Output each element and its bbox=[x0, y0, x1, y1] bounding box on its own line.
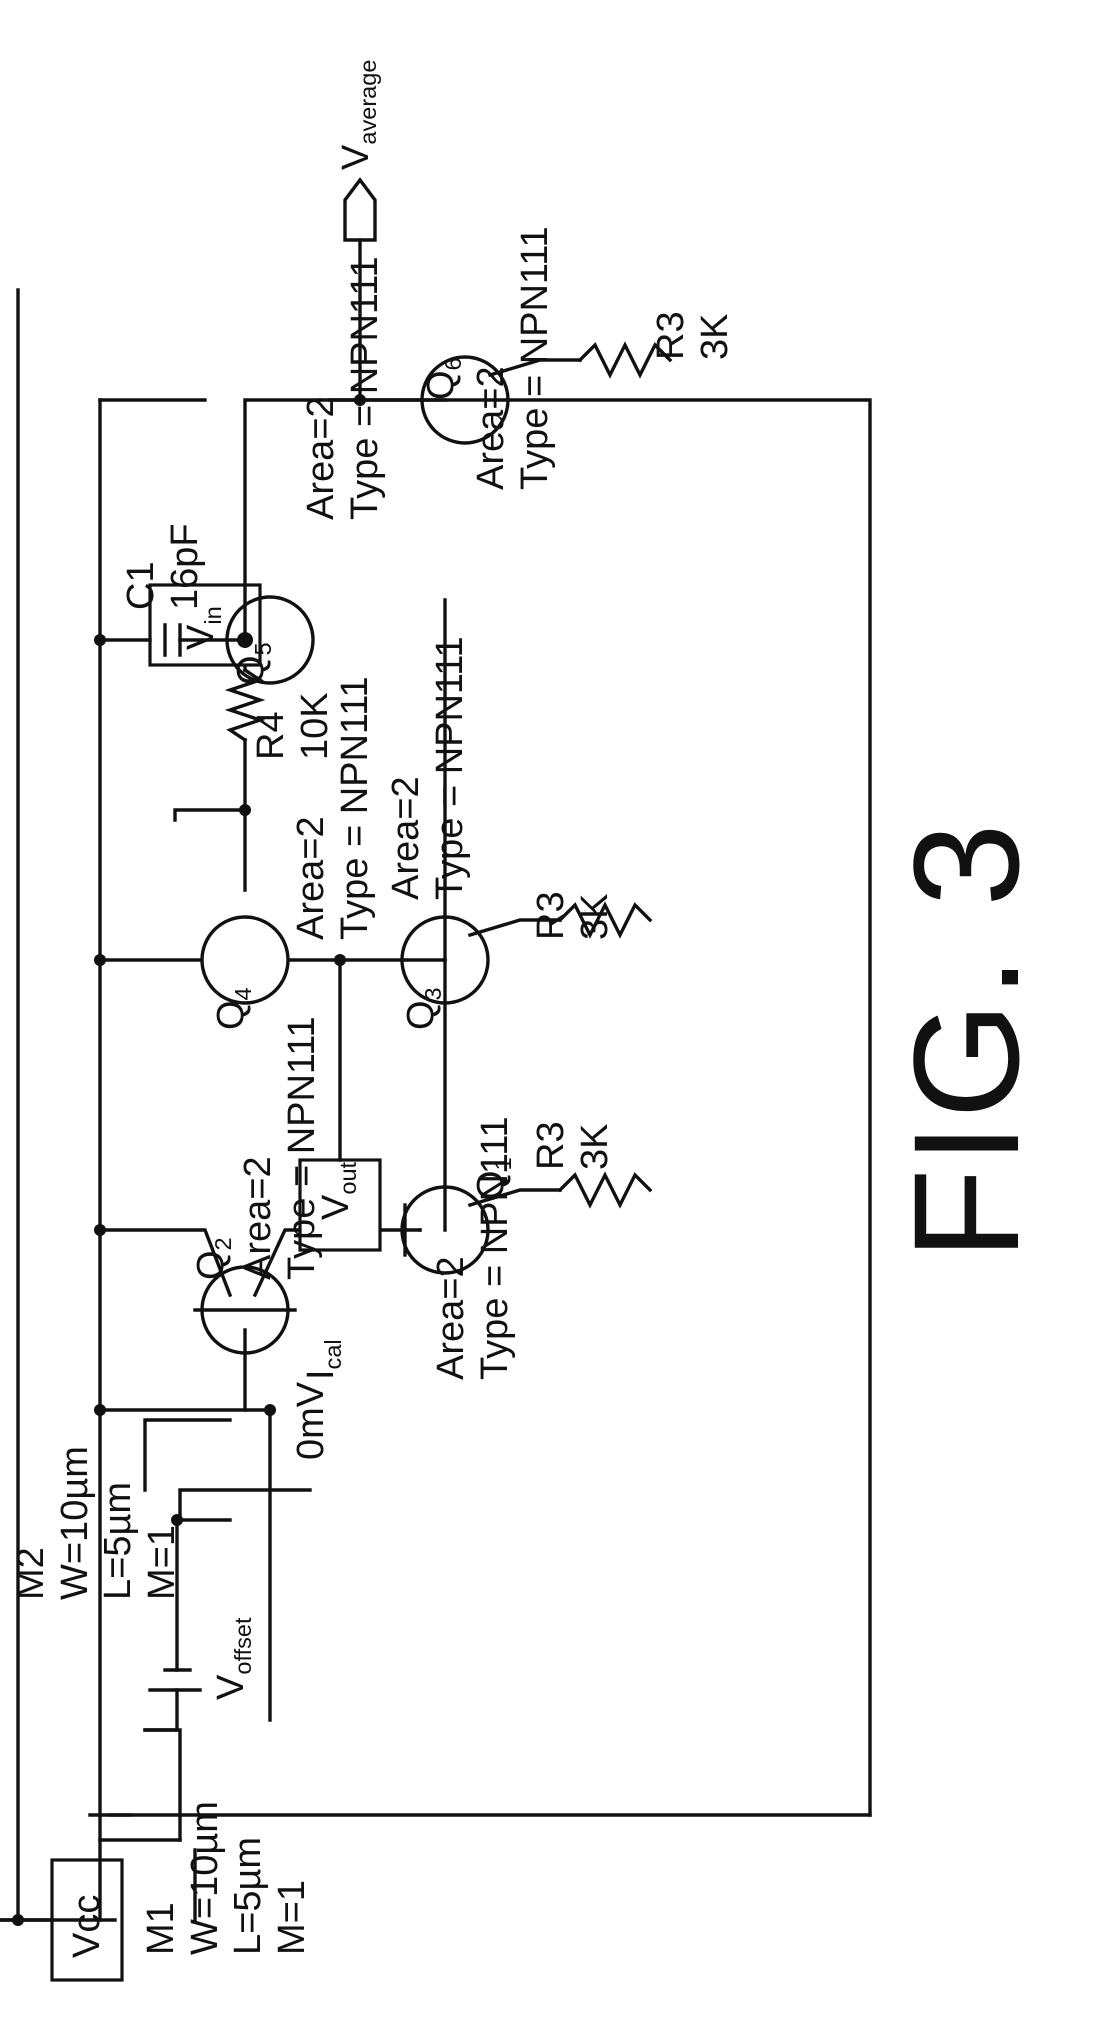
feedback-loop bbox=[318, 398, 872, 1817]
q3-labels: Area=2 Type = NPN111 bbox=[385, 636, 472, 900]
m2-l: L=5µm bbox=[97, 1481, 140, 1600]
vcc-label: Vcc bbox=[66, 1894, 108, 1958]
q3-body bbox=[400, 915, 490, 1005]
m1-l: L=5µm bbox=[227, 1836, 270, 1955]
q5-line bbox=[243, 398, 322, 642]
r4-value: 10K bbox=[293, 692, 336, 760]
ical-label: Ical bbox=[300, 1339, 347, 1380]
q6-body bbox=[420, 355, 510, 445]
node-vout bbox=[334, 954, 346, 966]
q5-body bbox=[225, 595, 315, 685]
m2-m: M=1 bbox=[141, 1525, 184, 1600]
q1-area: Area=2 bbox=[430, 1256, 472, 1380]
q4-name: Q4 bbox=[210, 987, 257, 1030]
vin-box bbox=[148, 583, 262, 667]
figure-caption: FIG. 3 bbox=[882, 819, 1050, 1260]
r3-2-value: 3K bbox=[573, 893, 616, 940]
m1-labels: M1 W=10µm L=5µm M=1 bbox=[140, 1801, 315, 1955]
r3-label-3: R3 3K bbox=[650, 311, 737, 360]
r3-label-2: R3 3K bbox=[530, 891, 617, 940]
voffset-battery-plates bbox=[148, 1668, 202, 1692]
c1-label: C1 16pF bbox=[120, 523, 207, 610]
q3-emitter bbox=[467, 918, 562, 938]
q2-collector bbox=[98, 1228, 233, 1298]
zero-mv-label: 0mV bbox=[290, 1381, 332, 1460]
q5-name: Q5 bbox=[230, 642, 277, 685]
r3-label-1: R3 3K bbox=[530, 1121, 617, 1170]
vcc-rail bbox=[0, 288, 20, 1922]
q2-area: Area=2 bbox=[237, 1156, 280, 1280]
voffset-label: Voffset bbox=[210, 1617, 257, 1700]
q2-type: Type = NPN111 bbox=[281, 1016, 324, 1280]
q4-body bbox=[200, 915, 290, 1005]
r4-name: R4 bbox=[250, 711, 292, 760]
q5-area: Area=2 bbox=[300, 396, 342, 520]
q1-labels: Area=2 Type = NPN111 bbox=[430, 1116, 517, 1380]
vaverage-label: Vaverage bbox=[335, 59, 382, 170]
m1-name: M1 bbox=[140, 1902, 182, 1955]
q5-type: Type = NPN111 bbox=[343, 256, 386, 520]
q3-area: Area=2 bbox=[385, 776, 427, 900]
q6-area: Area=2 bbox=[470, 366, 512, 490]
q4-type: Type = NPN111 bbox=[333, 676, 376, 940]
r3-3-name: R3 bbox=[650, 311, 692, 360]
q2-name: Q2 bbox=[190, 1237, 237, 1280]
q1-emitter bbox=[467, 1188, 562, 1208]
c1-name: C1 bbox=[120, 561, 162, 610]
m2-body bbox=[143, 1418, 232, 1492]
m2-name: M2 bbox=[10, 1547, 52, 1600]
q1-type: Type = NPN111 bbox=[473, 1116, 516, 1380]
r3-1-value: 3K bbox=[573, 1123, 616, 1170]
q5-labels: Area=2 Type = NPN111 bbox=[300, 256, 387, 520]
m2-labels: M2 W=10µm L=5µm M=1 bbox=[10, 1446, 185, 1600]
q1-name: Q1 bbox=[470, 1157, 517, 1200]
c1-value: 16pF bbox=[163, 523, 206, 610]
q2-labels: Q2 Area=2 Type = NPN111 bbox=[190, 1016, 325, 1280]
q6-type: Type = NPN111 bbox=[513, 226, 556, 490]
vout-label: Vout bbox=[315, 1161, 362, 1220]
q6-labels: Area=2 Type = NPN111 bbox=[470, 226, 557, 490]
node-m2-out bbox=[264, 1404, 276, 1416]
r3-zig-1 bbox=[557, 1171, 653, 1209]
r3-1-name: R3 bbox=[530, 1121, 572, 1170]
q6-name: Q6 bbox=[420, 357, 467, 400]
vin-label: Vin bbox=[180, 606, 227, 650]
r3-2-name: R3 bbox=[530, 891, 572, 940]
q3-name: Q3 bbox=[400, 987, 447, 1030]
q3-type: Type = NPN111 bbox=[428, 636, 471, 900]
m2-w: W=10µm bbox=[53, 1446, 96, 1600]
node-vin bbox=[239, 804, 251, 816]
r3-3-value: 3K bbox=[693, 313, 736, 360]
q6-emitter bbox=[487, 358, 582, 378]
m1-m: M=1 bbox=[271, 1880, 314, 1955]
vaverage-arrow bbox=[343, 177, 377, 242]
m2-source-wire bbox=[178, 1488, 312, 1522]
node-voffset bbox=[171, 1514, 183, 1526]
r3-zig-3 bbox=[577, 341, 673, 379]
r3-zig-2 bbox=[557, 901, 653, 939]
vin-wire bbox=[173, 808, 247, 822]
m1-w: W=10µm bbox=[183, 1801, 226, 1955]
r4-label: R4 10K bbox=[250, 692, 337, 760]
